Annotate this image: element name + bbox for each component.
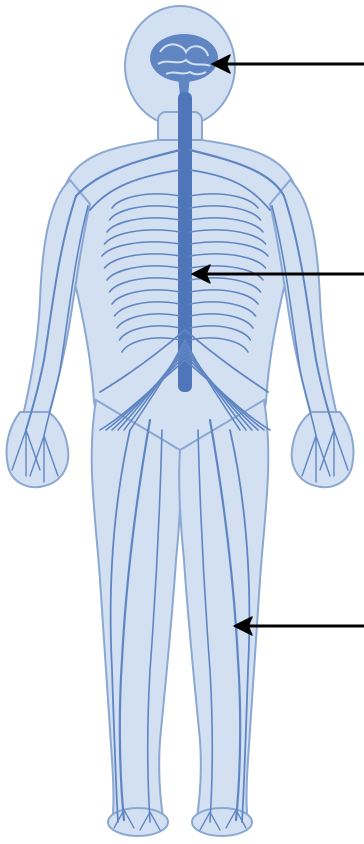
left-leg bbox=[92, 400, 181, 824]
left-hand bbox=[7, 412, 69, 487]
spinal-cord bbox=[178, 92, 192, 392]
right-leg bbox=[179, 400, 268, 824]
right-hand bbox=[292, 412, 354, 487]
brain-outline bbox=[150, 34, 218, 82]
